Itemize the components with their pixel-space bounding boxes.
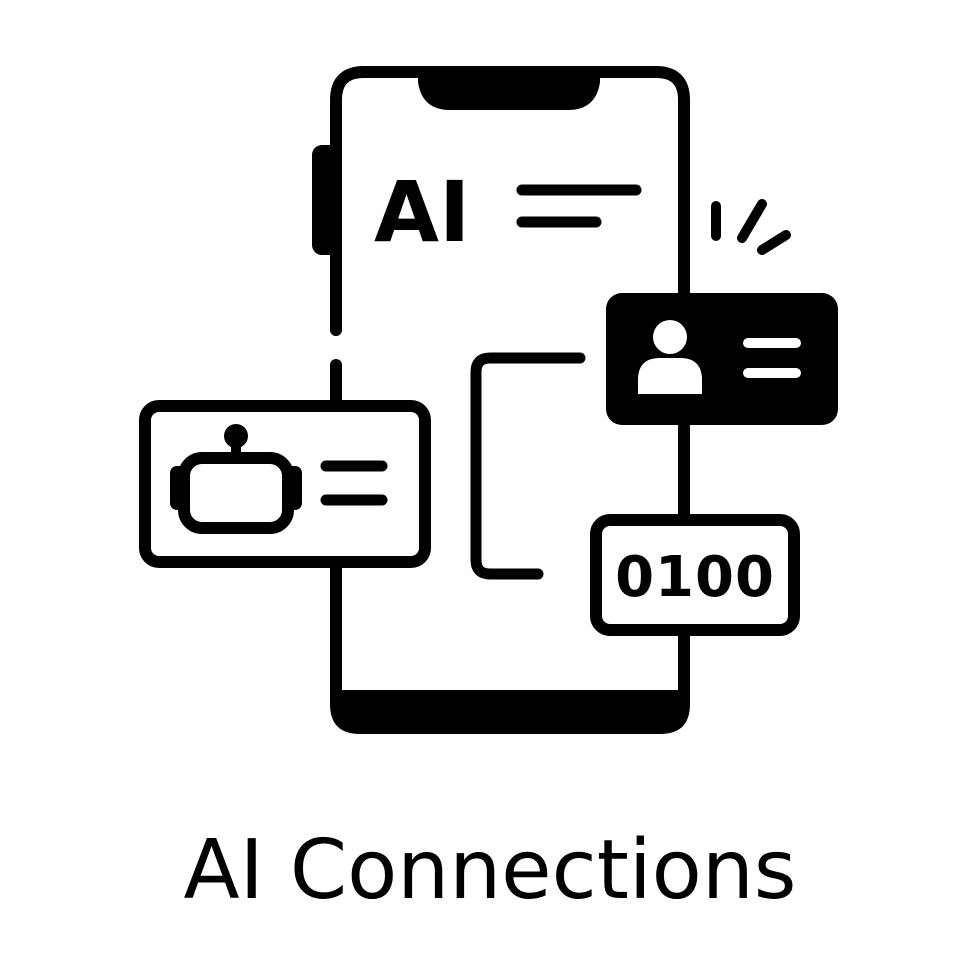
connector-bracket — [470, 352, 586, 580]
phone-left-edge-top — [330, 66, 370, 336]
user-icon — [638, 320, 702, 394]
robot-card — [139, 400, 431, 568]
robot-icon — [170, 424, 302, 534]
binary-card — [590, 514, 800, 636]
binary-value: 0100 — [615, 545, 775, 610]
phone-notch — [418, 72, 600, 110]
smartphone-icon — [312, 66, 690, 734]
phone-bottom-bar — [330, 690, 690, 734]
phone-right-edge-top — [650, 66, 690, 304]
screen-ai-label: AI — [374, 163, 470, 261]
user-card-body — [606, 293, 838, 425]
sparkle-icon — [711, 199, 791, 255]
caption-title: AI Connections — [183, 823, 797, 918]
binary-card-body — [590, 514, 800, 636]
user-card — [606, 293, 838, 425]
